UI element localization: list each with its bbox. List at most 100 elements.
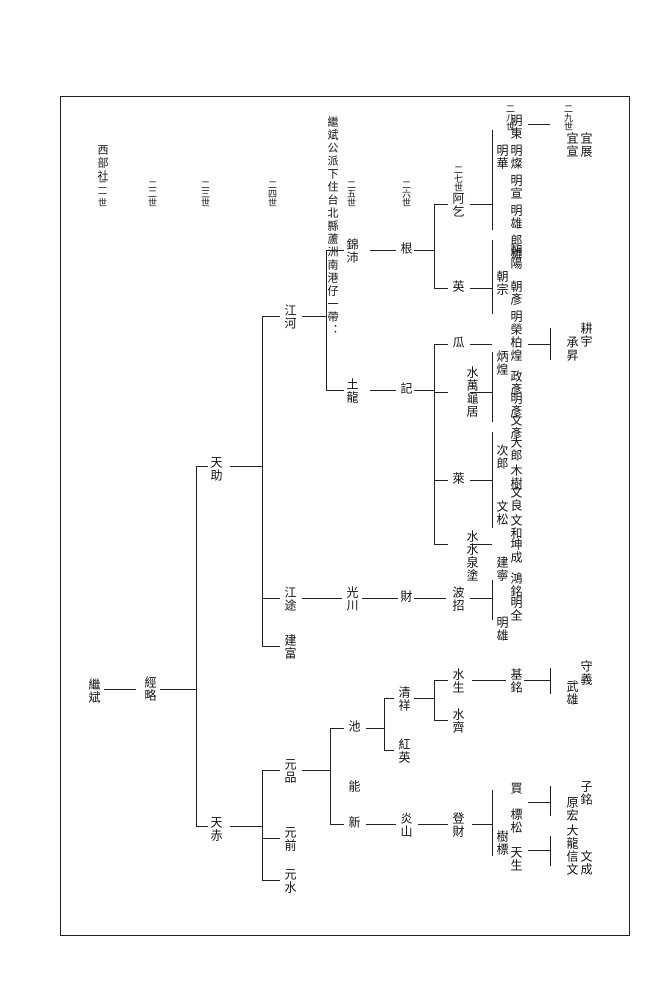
- person-name: 天赤: [209, 816, 223, 842]
- tree-line: [434, 544, 448, 545]
- person-name: 朝陽: [509, 244, 523, 270]
- generation-label: 二二世: [146, 180, 156, 207]
- header-line-2: 西部社: [96, 144, 109, 183]
- tree-line: [104, 689, 136, 690]
- person-name: 能: [347, 780, 361, 793]
- person-name: 明燦: [509, 144, 523, 170]
- person-name: 江河: [283, 304, 297, 330]
- person-name: 守義: [579, 660, 593, 686]
- tree-line: [550, 786, 551, 816]
- person-name: 元水: [283, 868, 297, 894]
- person-name: 紅英: [397, 738, 411, 764]
- person-name: 耕宇: [579, 322, 593, 348]
- generation-label: 二八世: [504, 104, 514, 131]
- tree-line: [414, 390, 434, 391]
- person-name: 買: [509, 782, 523, 795]
- person-name: 清祥: [397, 686, 411, 712]
- tree-line: [262, 770, 280, 771]
- person-name: 天生: [509, 846, 523, 872]
- tree-line: [528, 850, 550, 851]
- tree-line: [196, 466, 197, 826]
- tree-line: [492, 580, 493, 620]
- tree-line: [470, 344, 492, 345]
- tree-line: [326, 250, 344, 251]
- generation-label: 二七世: [452, 165, 462, 192]
- person-name: 文良: [509, 486, 523, 512]
- tree-line: [370, 390, 396, 391]
- person-name: 原宏: [565, 796, 579, 822]
- person-name: 新: [347, 816, 361, 829]
- tree-line: [434, 680, 435, 720]
- person-name: 明彥: [509, 392, 523, 418]
- person-name: 朝彥: [509, 280, 523, 306]
- tree-line: [230, 466, 262, 467]
- tree-line: [330, 728, 331, 824]
- tree-line: [492, 790, 493, 856]
- tree-line: [362, 598, 398, 599]
- header-line-1: 繼斌公派下住台北縣蘆洲南港仔一帶：: [326, 116, 339, 337]
- tree-line: [196, 466, 208, 467]
- tree-line: [550, 668, 551, 694]
- tree-line: [262, 316, 280, 317]
- tree-line: [262, 316, 263, 646]
- tree-line: [470, 480, 492, 481]
- person-name: 阿乞: [451, 192, 465, 218]
- tree-line: [434, 344, 448, 345]
- person-name: 水生: [451, 668, 465, 694]
- person-name: 武雄: [565, 680, 579, 706]
- person-name: 水齊: [451, 708, 465, 734]
- person-name: 柏煌: [509, 336, 523, 362]
- tree-line: [302, 770, 330, 771]
- generation-label: 二五世: [345, 180, 355, 207]
- person-name: 池: [347, 720, 361, 733]
- tree-line: [326, 250, 327, 390]
- person-name: 經略: [143, 676, 157, 702]
- tree-line: [492, 432, 493, 528]
- generation-label: 二九世: [562, 104, 572, 131]
- tree-line: [366, 824, 396, 825]
- tree-line: [470, 288, 492, 289]
- tree-line: [262, 770, 263, 880]
- person-name: 坤成: [509, 538, 523, 564]
- tree-line: [370, 250, 396, 251]
- person-name: 文成: [579, 850, 593, 876]
- tree-line: [414, 698, 434, 699]
- tree-line: [384, 698, 385, 750]
- tree-line: [434, 344, 435, 544]
- tree-line: [470, 392, 492, 393]
- person-name: 政彥: [509, 370, 523, 396]
- tree-line: [434, 680, 448, 681]
- tree-line: [262, 838, 280, 839]
- diagram-frame: [60, 96, 630, 936]
- tree-line: [160, 689, 196, 690]
- person-name: 文彥: [509, 414, 523, 440]
- person-name: 英: [451, 280, 465, 293]
- person-name: 明榮: [509, 310, 523, 336]
- tree-line: [472, 824, 492, 825]
- tree-line: [470, 204, 492, 205]
- person-name: 明華: [495, 144, 509, 170]
- person-name: 鴻銘: [509, 572, 523, 598]
- person-name: 水水泉塗: [465, 530, 479, 582]
- tree-line: [492, 130, 493, 230]
- person-name: 財: [399, 590, 413, 603]
- person-name: 文松: [495, 500, 509, 526]
- person-name: 明宣: [509, 174, 523, 200]
- person-name: 萊: [451, 472, 465, 485]
- person-name: 文和: [509, 514, 523, 540]
- person-name: 波招: [451, 586, 465, 612]
- tree-line: [302, 598, 342, 599]
- tree-line: [434, 720, 448, 721]
- person-name: 水萬龜居: [465, 366, 479, 418]
- tree-line: [550, 836, 551, 866]
- person-name: 大郎: [509, 436, 523, 462]
- tree-line: [230, 826, 262, 827]
- person-name: 錦沛: [345, 238, 359, 264]
- generation-label: 二六世: [400, 180, 410, 207]
- person-name: 建寧: [495, 556, 509, 582]
- generation-label: 二三世: [199, 180, 209, 207]
- tree-line: [492, 352, 493, 422]
- person-name: 光川: [345, 586, 359, 612]
- tree-line: [550, 328, 551, 360]
- tree-line: [330, 824, 344, 825]
